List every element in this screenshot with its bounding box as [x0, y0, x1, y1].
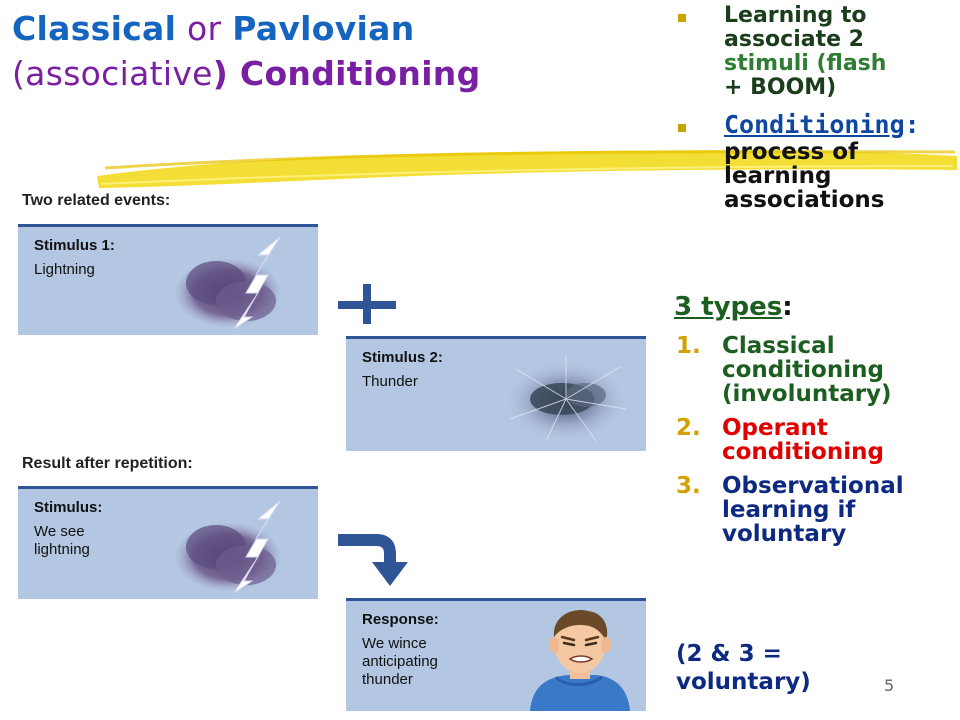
panel-label: Stimulus 2: [362, 349, 443, 366]
plus-icon [338, 284, 396, 324]
bullet-marker [678, 124, 686, 132]
panel-description-line: anticipating [362, 653, 438, 670]
slide-title: Classical or Pavlovian (associative) Con… [12, 6, 632, 96]
bullet-text: Learning to [724, 3, 867, 28]
types-list: 1. Classical conditioning (involuntary) … [676, 334, 960, 556]
panel-stimulus-1: Stimulus 1: Lightning [18, 224, 318, 335]
diagram-heading-result: Result after repetition: [22, 455, 193, 472]
panel-description-line: lightning [34, 541, 90, 558]
curved-arrow-icon [338, 534, 408, 586]
panel-label: Stimulus 1: [34, 237, 115, 254]
title-or: or [176, 9, 233, 48]
title-paren: ) [212, 54, 229, 93]
title-conditioning: Conditioning [228, 54, 481, 93]
bullet-list: Learning to associate 2 stimuli (flash +… [674, 4, 960, 222]
type-text: Operant conditioning [722, 415, 884, 465]
types-heading-text: 3 types [674, 292, 783, 322]
type-number: 3. [676, 473, 701, 499]
bullet-text: stimuli (flash [724, 51, 887, 76]
type-text: Observational learning if voluntary [722, 473, 904, 547]
title-pavlovian: Pavlovian [232, 9, 415, 48]
panel-description-line: We see [34, 523, 85, 540]
panel-description: We wince anticipating thunder [362, 635, 438, 689]
title-classical: Classical [12, 9, 177, 48]
type-item-observational: 3. Observational learning if voluntary [676, 474, 960, 546]
bullet-text: associate 2 [724, 27, 864, 52]
types-heading-colon: : [782, 292, 793, 322]
type-text: Classical conditioning (involuntary) [722, 333, 892, 407]
bullet-associate: Learning to associate 2 stimuli (flash +… [674, 4, 960, 100]
panel-label: Stimulus: [34, 499, 103, 516]
panel-response: Response: We wince anticipating thunder [346, 598, 646, 711]
panel-stimulus-result: Stimulus: We see lightning [18, 486, 318, 599]
diagram-heading-related: Two related events: [22, 192, 171, 209]
storm-cloud-lightning-icon [176, 500, 281, 594]
page-number: 5 [884, 676, 895, 695]
panel-description: Lightning [34, 261, 95, 278]
title-associative: (associative [12, 54, 213, 93]
panel-stimulus-2: Stimulus 2: Thunder [346, 336, 646, 451]
type-item-operant: 2. Operant conditioning [676, 416, 960, 464]
panel-label: Response: [362, 611, 439, 628]
conditioning-term: Conditioning [724, 110, 905, 139]
type-item-classical: 1. Classical conditioning (involuntary) [676, 334, 960, 406]
panel-description: We see lightning [34, 523, 90, 559]
voluntary-note: (2 & 3 = voluntary) [676, 641, 811, 695]
type-number: 1. [676, 333, 701, 359]
thunder-cloud-icon [508, 355, 627, 442]
panel-description-line: thunder [362, 671, 413, 688]
types-heading: 3 types: [674, 292, 793, 322]
panel-description: Thunder [362, 373, 418, 390]
bullet-conditioning: Conditioning: process of learning associ… [674, 110, 960, 212]
type-number: 2. [676, 415, 701, 441]
wincing-boy-icon [530, 610, 630, 711]
conditioning-definition: process of learning associations [724, 139, 885, 213]
storm-cloud-lightning-icon [176, 236, 281, 330]
conditioning-colon: : [904, 110, 920, 139]
panel-description-line: We wince [362, 635, 427, 652]
bullet-text: + BOOM) [724, 75, 837, 100]
bullet-marker [678, 14, 686, 22]
highlighter-stroke [97, 150, 957, 188]
